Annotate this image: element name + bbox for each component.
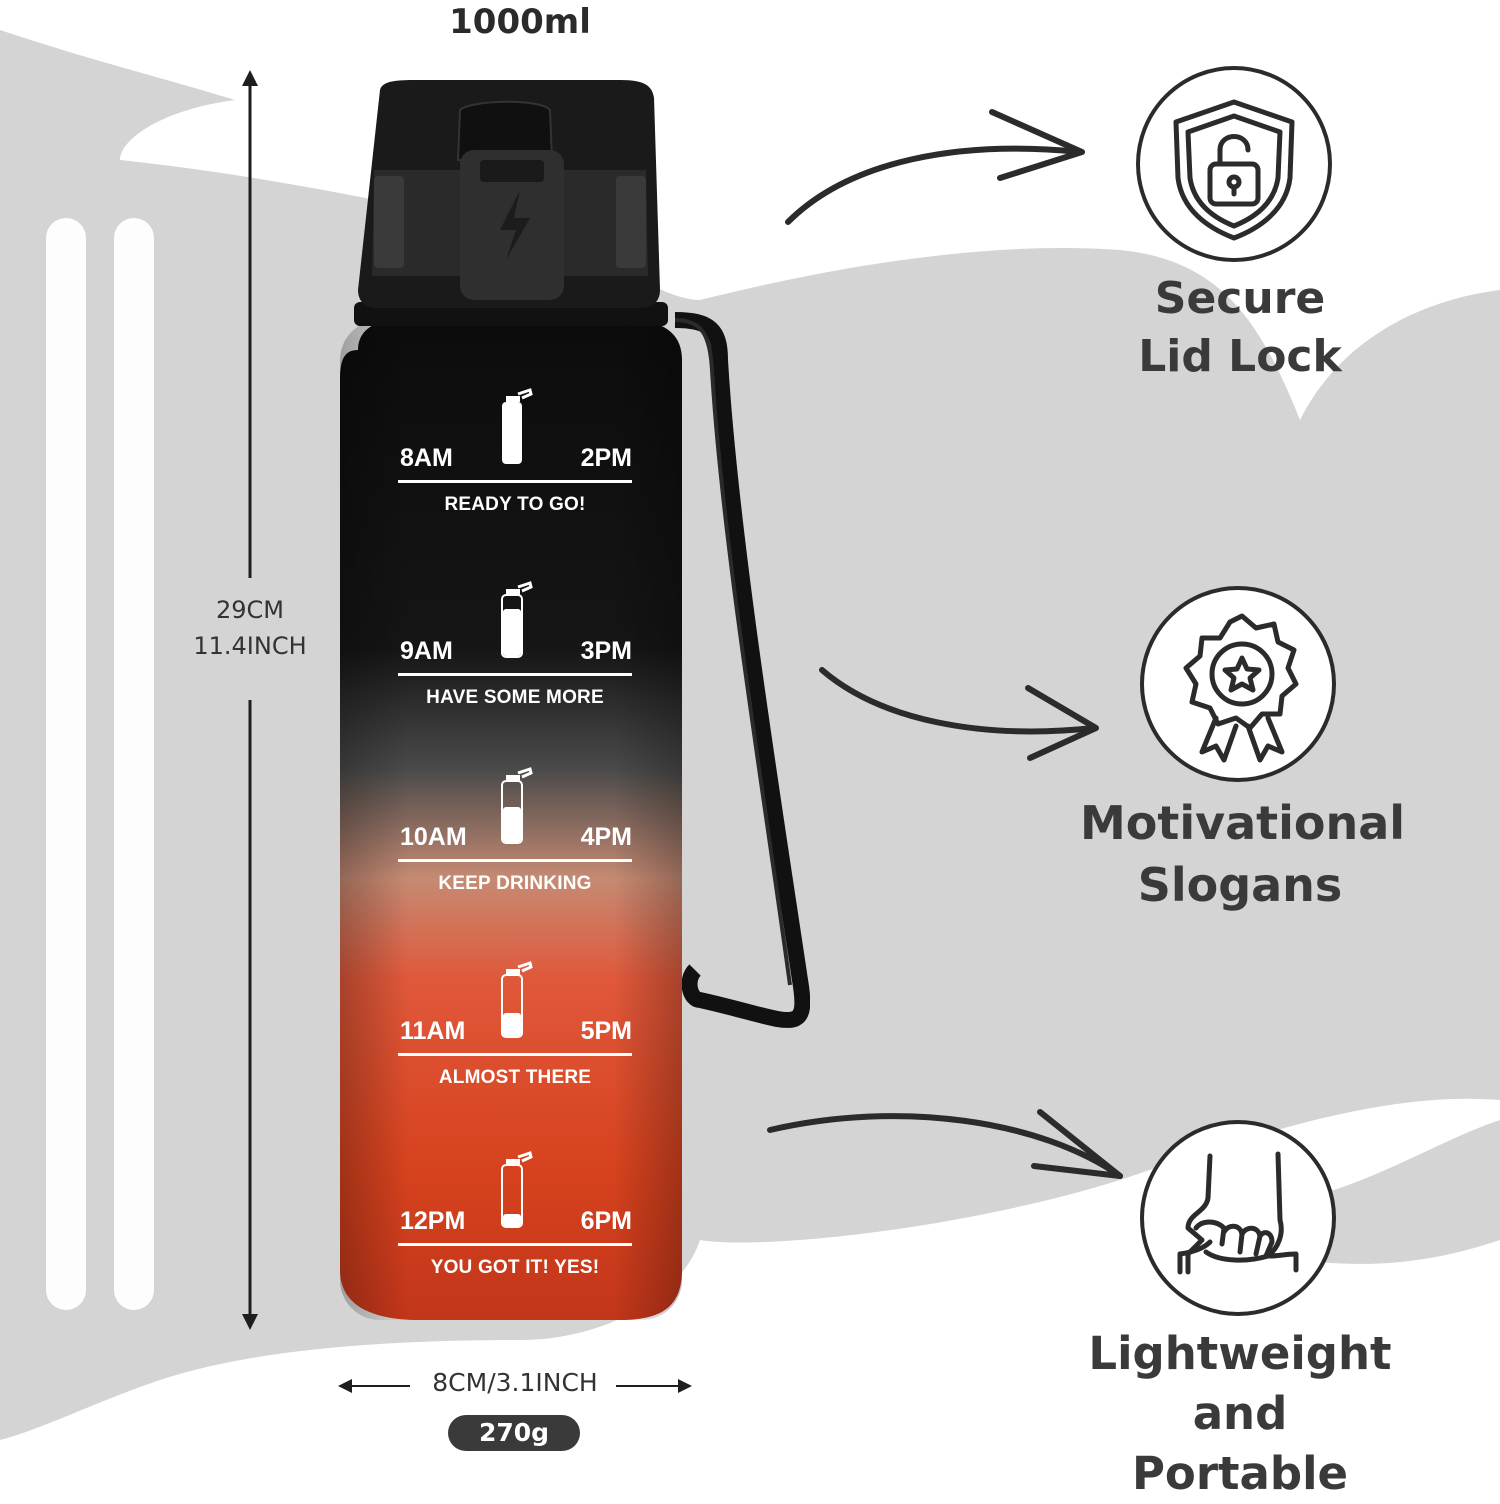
time-left: 10AM: [400, 823, 467, 851]
feature-title: Lightweight and Portable: [1080, 1324, 1400, 1504]
time-left: 11AM: [400, 1017, 466, 1045]
height-imperial: 11.4INCH: [193, 632, 307, 660]
mini-bottle-icon: [501, 767, 533, 844]
feature-icon-circle: [1140, 586, 1336, 782]
marker-line: [398, 673, 632, 676]
time-right: 6PM: [580, 1207, 632, 1235]
mini-bottle-icon: [501, 961, 533, 1038]
time-right: 4PM: [580, 823, 632, 851]
mini-bottle-icon: [502, 388, 533, 464]
capacity-label: 1000ml: [449, 2, 591, 42]
slogan: HAVE SOME MORE: [426, 687, 604, 708]
feature-line: Motivational: [1080, 796, 1406, 850]
arrow-icon: [819, 667, 1097, 735]
feature-line: Secure: [1154, 273, 1326, 324]
height-metric: 29CM: [215, 596, 284, 624]
feature-line: Lightweight: [1088, 1327, 1392, 1380]
marker-line: [398, 1053, 632, 1056]
feature-line: and Portable: [1131, 1387, 1349, 1500]
feature-icon-circle: [1140, 1120, 1336, 1316]
shield-lock-icon: [1173, 99, 1295, 241]
marker-line: [398, 859, 632, 862]
weight-badge: 270g: [448, 1415, 580, 1451]
dimension-lines: [242, 70, 692, 1393]
time-right: 5PM: [580, 1017, 632, 1045]
marker-line: [398, 1243, 632, 1246]
feature-title: Motivational Slogans: [1080, 792, 1406, 916]
height-label: 29CM 11.4INCH: [160, 592, 340, 664]
award-badge-icon: [1183, 613, 1299, 763]
marker-line: [398, 480, 632, 483]
feature-icon-circle: [1136, 66, 1332, 262]
mini-bottle-icon: [501, 581, 533, 658]
arrow-icon: [785, 145, 1083, 225]
feature-line: Slogans: [1137, 858, 1343, 912]
feature-title: Secure Lid Lock: [1090, 270, 1390, 386]
feature-arrows: [767, 109, 1123, 1179]
slogan: READY TO GO!: [444, 494, 586, 515]
slogan: ALMOST THERE: [438, 1067, 592, 1088]
mini-bottle-icon: [501, 1151, 533, 1228]
slogan: YOU GOT IT! YES!: [430, 1257, 600, 1278]
time-right: 3PM: [580, 637, 632, 665]
time-left: 9AM: [400, 637, 453, 665]
slogan: KEEP DRINKING: [438, 873, 592, 894]
width-label: 8CM/3.1INCH: [432, 1368, 598, 1397]
time-right: 2PM: [580, 444, 632, 472]
feature-line: Lid Lock: [1138, 331, 1342, 382]
time-left: 12PM: [400, 1207, 466, 1235]
arrow-icon: [767, 1113, 1123, 1179]
hand-grip-icon: [1177, 1151, 1299, 1275]
time-left: 8AM: [400, 444, 453, 472]
